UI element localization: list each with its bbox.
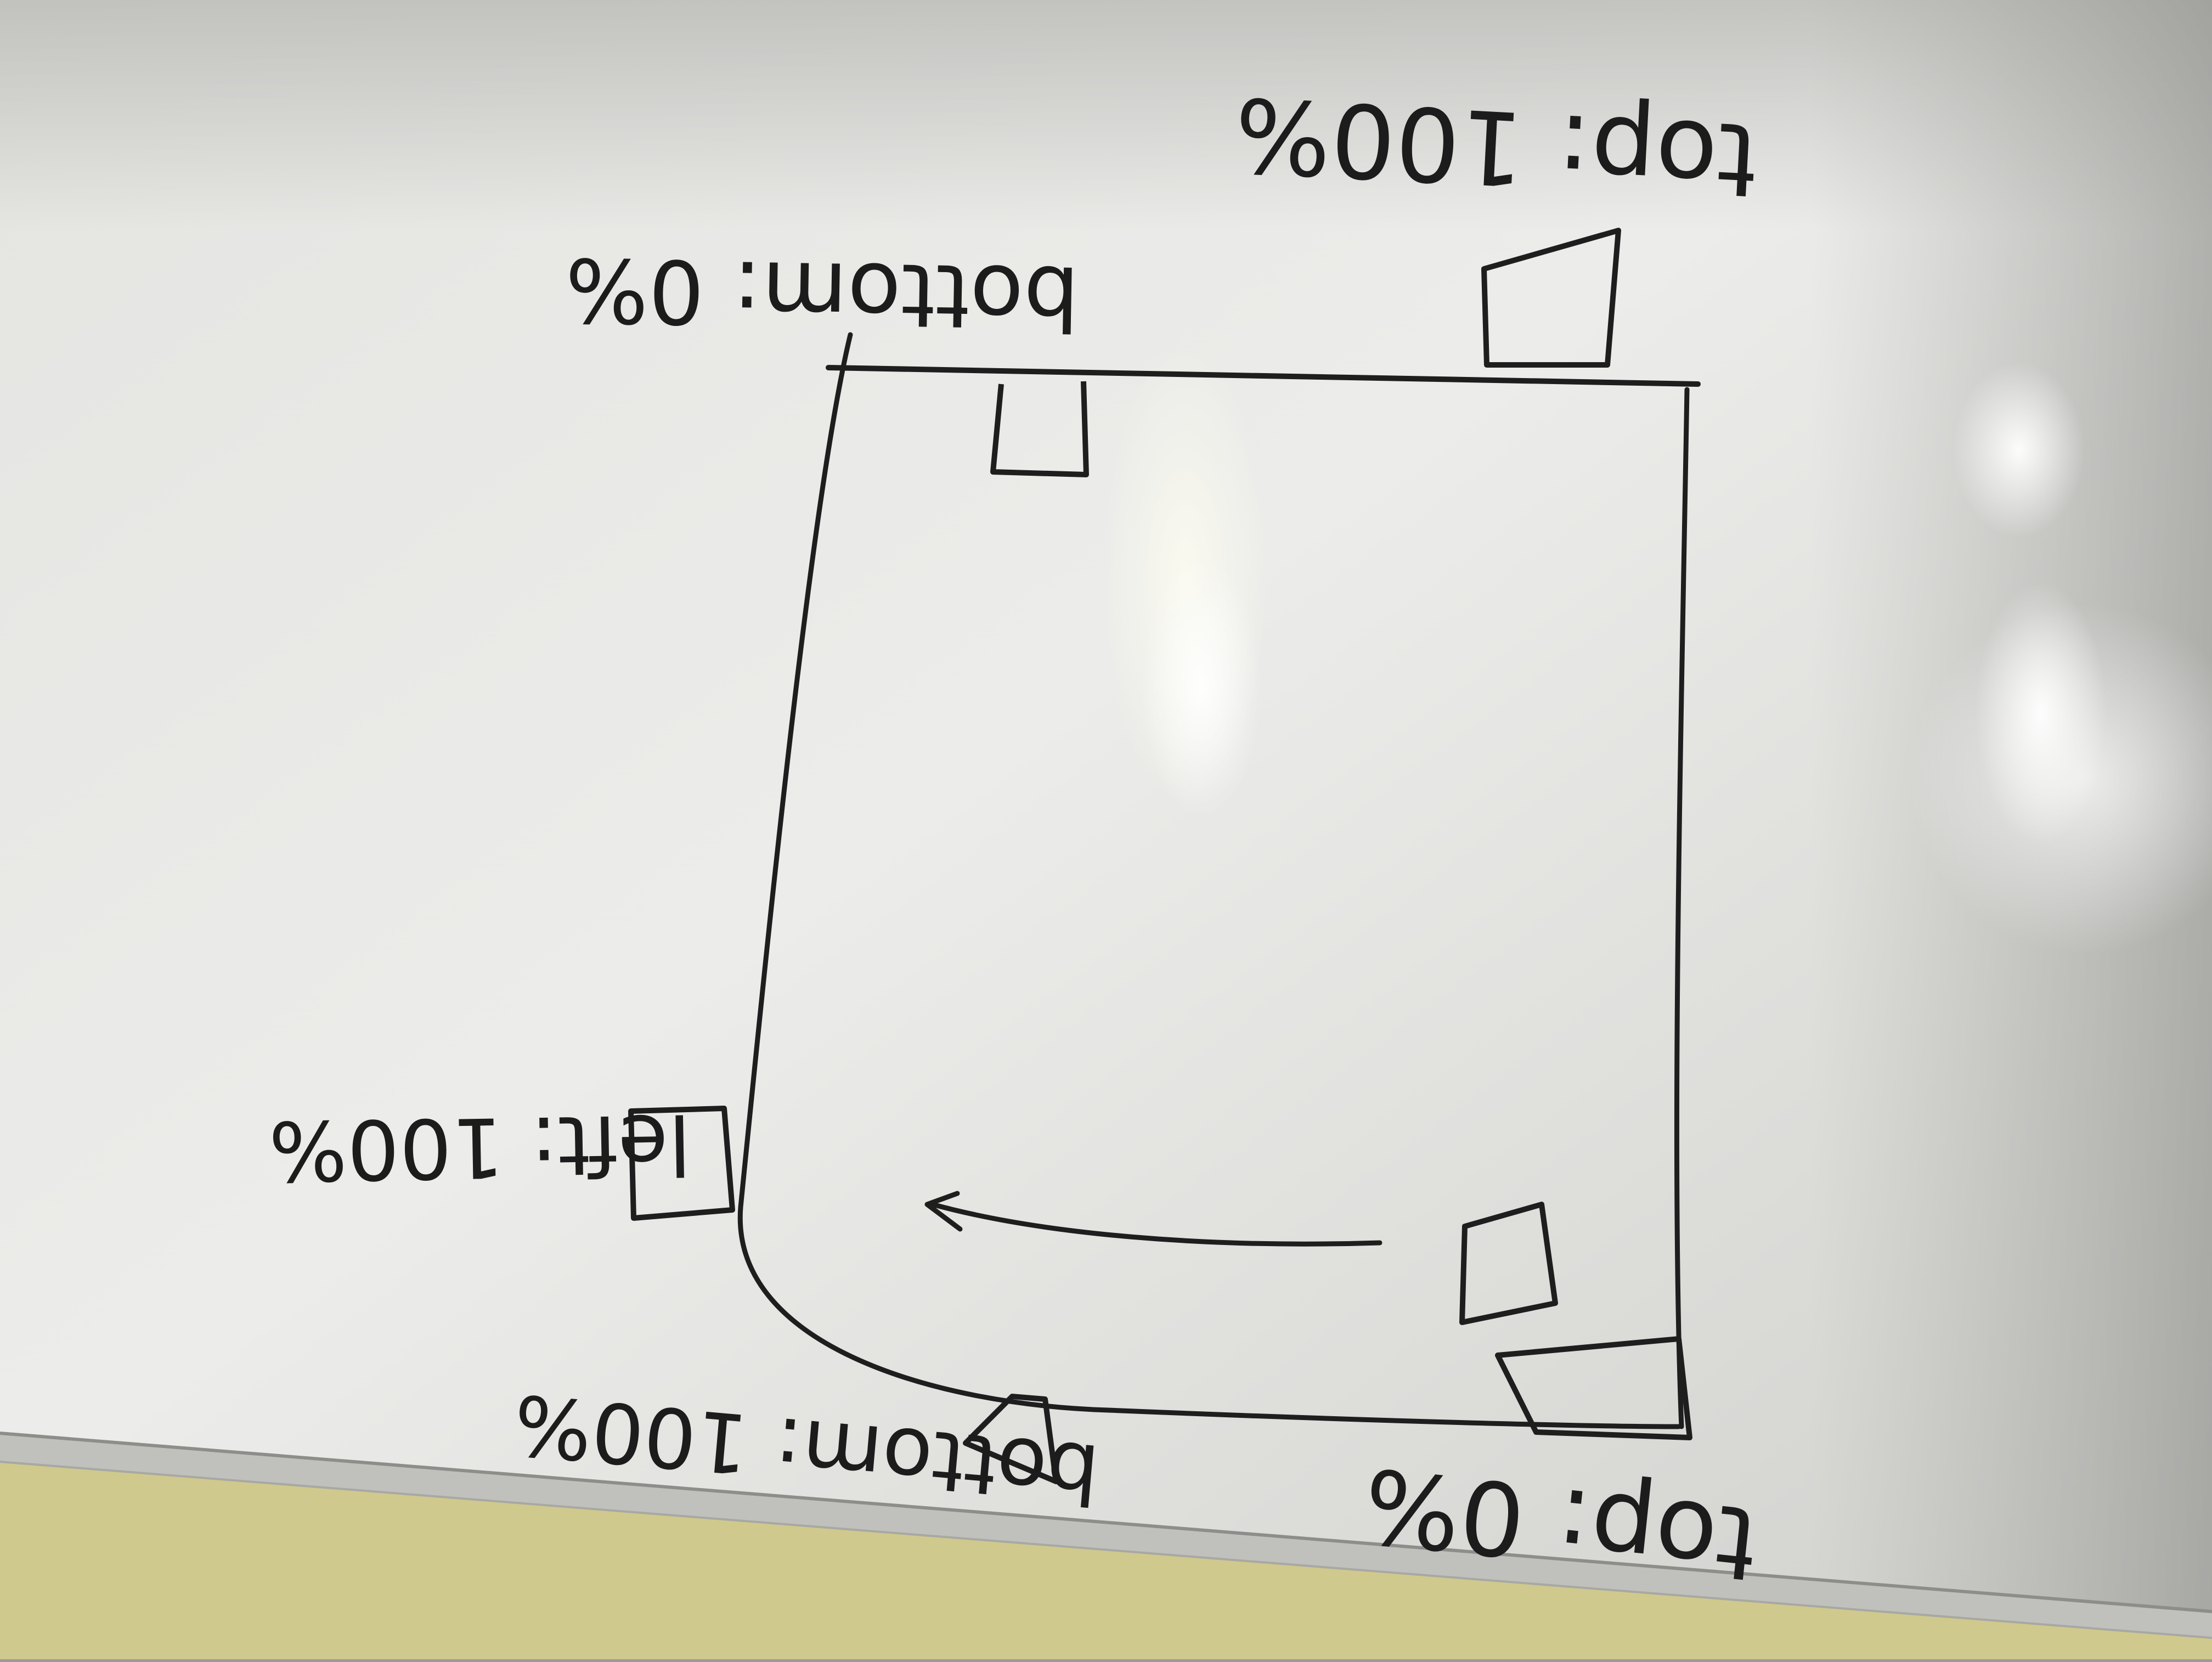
container-sketch [737,332,1701,1429]
box-sketches [628,228,1692,1484]
box-bottom-100 [963,1394,1059,1484]
box-bottom-0 [990,381,1089,477]
box-top-0 [1495,1336,1692,1440]
box-top-100 [1481,228,1621,368]
light-reflection [1103,346,2212,955]
marker-tray [0,1432,2212,1638]
label-top-100: top: 100% [1231,74,1760,220]
label-bottom-0: bottom: 0% [564,238,1080,350]
box-left-100 [628,1106,735,1221]
box-near-arrow [1459,1202,1558,1325]
label-left-100: left: 100% [268,1095,692,1198]
